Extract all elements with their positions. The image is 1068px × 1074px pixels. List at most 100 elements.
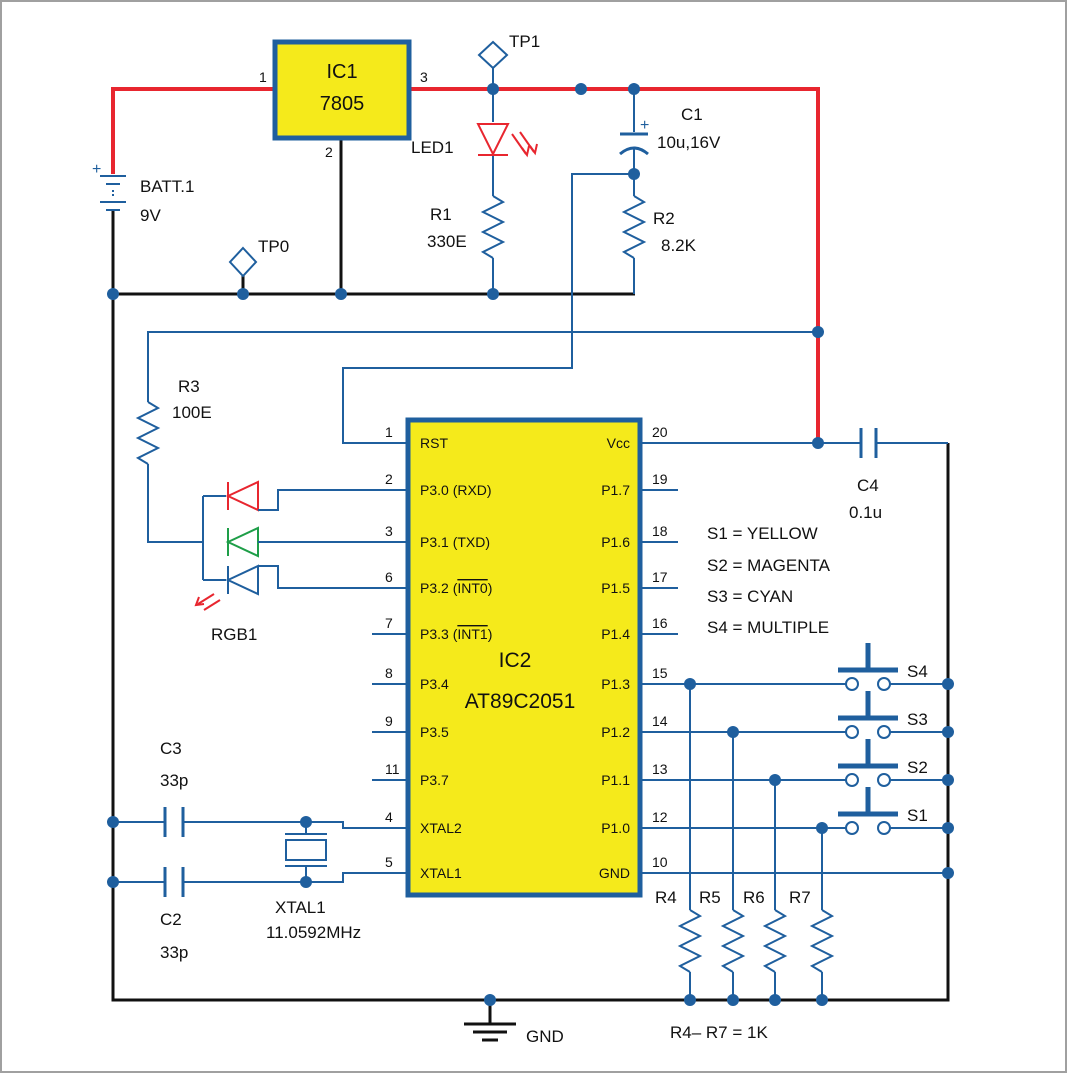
ic2-part: AT89C2051	[465, 690, 576, 713]
s1-label: S1	[907, 806, 928, 825]
junction-dots	[107, 83, 954, 1006]
ic2-pin-label: XTAL2	[420, 820, 462, 836]
c2-value: 33p	[160, 943, 188, 962]
ic2-pin-left: 2P3.0 (RXD)	[385, 471, 492, 498]
ic2-pin-number: 2	[385, 471, 393, 487]
ic2-pin-label: P3.2 (INT0)	[420, 580, 492, 596]
xtal1-label: XTAL1	[275, 898, 326, 917]
ic2-pin-left: 3P3.1 (TXD)	[385, 523, 490, 550]
tp1-label: TP1	[509, 32, 540, 51]
ic2-pin-number: 20	[652, 424, 668, 440]
ic1-pin3: 3	[420, 69, 428, 85]
s3-label: S3	[907, 710, 928, 729]
ic2-pin-number: 8	[385, 665, 393, 681]
ic2-pin-number: 1	[385, 424, 393, 440]
ic2-pin-left: 9P3.5	[372, 713, 449, 740]
battery-value: 9V	[140, 206, 161, 225]
battery-plus: +	[92, 161, 101, 178]
r4-label: R4	[655, 888, 677, 907]
c1-value: 10u,16V	[657, 133, 721, 152]
ic1-part: 7805	[320, 93, 365, 115]
ic1-pin2: 2	[325, 144, 333, 160]
c1-label: C1	[681, 105, 703, 124]
ic2-pin-number: 14	[652, 713, 668, 729]
ic1-regulator: IC1 7805 1 3 2	[259, 39, 428, 160]
ic2-pin-label: P3.1 (TXD)	[420, 534, 490, 550]
r2-value: 8.2K	[661, 236, 697, 255]
ic2-pin-paren: )	[488, 626, 493, 642]
vcc-rail	[111, 87, 820, 443]
ic1-pin1: 1	[259, 69, 267, 85]
ic2-pin-left: 7P3.3 (INT1)	[372, 615, 492, 642]
r3-branch: R3 100E	[135, 331, 818, 543]
legend-s2: S2 = MAGENTA	[707, 556, 831, 575]
c3-value: 33p	[160, 771, 188, 790]
ic2-pin-label: P1.4	[601, 626, 630, 642]
ic2-pin-label: P1.5	[601, 580, 630, 596]
rst-wire	[342, 173, 634, 444]
tp1: TP1	[477, 32, 540, 89]
ic2-pin-number: 13	[652, 761, 668, 777]
rgb-led: RGB1	[194, 480, 408, 644]
rgb1-label: RGB1	[211, 625, 257, 644]
ic2-pin-number: 19	[652, 471, 668, 487]
ic2-pin-number: 17	[652, 569, 668, 585]
ic2-pin-number: 11	[385, 761, 400, 777]
led1-branch: LED1 R1 330E	[411, 89, 538, 294]
led1-label: LED1	[411, 138, 454, 157]
ic2-pin-number: 7	[385, 615, 393, 631]
c3-label: C3	[160, 739, 182, 758]
ic2-pin-label: P1.6	[601, 534, 630, 550]
ic2-pin-left: 8P3.4	[372, 665, 449, 692]
r5-label: R5	[699, 888, 721, 907]
ic2-pin-label: P1.7	[601, 482, 630, 498]
pulldown-resistors: R4 R5 R6 R7 R4– R7 = 1K	[655, 684, 835, 1042]
p1-wires	[640, 683, 948, 874]
r7-label: R7	[789, 888, 811, 907]
s2-label: S2	[907, 758, 928, 777]
ic2-pin-label: P3.7	[420, 772, 449, 788]
ic2-pin-number: 3	[385, 523, 393, 539]
ic2-pin-number: 6	[385, 569, 393, 585]
ic2-right-pins: 20Vcc19P1.718P1.617P1.516P1.415P1.314P1.…	[599, 424, 678, 881]
ic2-pin-label: Vcc	[607, 435, 630, 451]
oscillator: C3 33p C2 33p XTAL1 11.0592MHz	[113, 739, 408, 962]
r3-label: R3	[178, 377, 200, 396]
ic2-pin-number: 16	[652, 615, 668, 631]
ic2-pin-label: P3.3 (INT1)	[420, 626, 492, 642]
switch-s2: S2	[838, 739, 948, 787]
ic2-pin-label: P1.3	[601, 676, 630, 692]
legend-s3: S3 = CYAN	[707, 587, 793, 606]
c2-label: C2	[160, 910, 182, 929]
ic2-pin-overline: INT1	[457, 626, 488, 642]
r-value-note: R4– R7 = 1K	[670, 1023, 768, 1042]
ic2-pin-number: 10	[652, 854, 668, 870]
ic2-pin-label: P1.1	[601, 772, 630, 788]
c4-value: 0.1u	[849, 503, 882, 522]
r6-label: R6	[743, 888, 765, 907]
ic2-pin-number: 18	[652, 523, 668, 539]
ic2-pin-label: XTAL1	[420, 865, 462, 881]
ic2-pin-overline: INT0	[457, 580, 488, 596]
battery-name: BATT.1	[140, 177, 194, 196]
ic2-pin-label: P1.2	[601, 724, 630, 740]
switch-legend: S1 = YELLOW S2 = MAGENTA S3 = CYAN S4 = …	[707, 524, 831, 637]
switch-s4: S4	[838, 643, 948, 691]
r2-label: R2	[653, 209, 675, 228]
ic2-name: IC2	[499, 649, 532, 672]
ic2-pin-paren: )	[488, 580, 493, 596]
c1-r2-branch: + C1 10u,16V R2 8.2K	[619, 89, 721, 294]
c1-plus: +	[640, 117, 649, 134]
